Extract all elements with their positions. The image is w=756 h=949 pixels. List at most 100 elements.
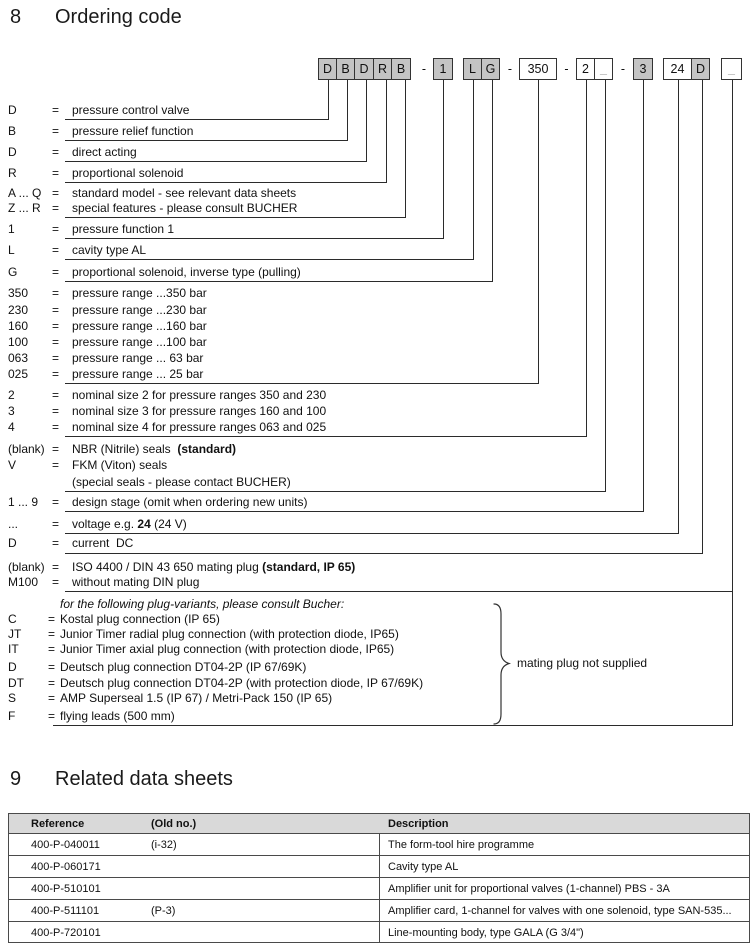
code-box-cell: D [691,58,710,80]
code-symbol: JT [8,627,22,641]
code-box-cell: 24 [663,58,692,80]
connector-vline [677,80,679,534]
code-row: 3=nominal size 3 for pressure ranges 160… [0,405,756,419]
equals-sign: = [52,575,60,589]
code-row: S=AMP Superseal 1.5 (IP 67) / Metri-Pack… [0,692,756,706]
code-description: pressure relief function [72,124,194,138]
equals-sign: = [52,335,60,349]
code-row: (special seals - please contact BUCHER) [0,476,756,490]
equals-sign: = [48,709,56,723]
section-9-heading: 9 Related data sheets [0,768,233,860]
connector-hline [65,491,605,492]
code-row: C=Kostal plug connection (IP 65) [0,613,756,627]
table-header-cell: (Old no.) [151,818,197,830]
equals-sign: = [52,560,60,574]
connector-hline [65,511,643,512]
code-box-cell: 1 [433,58,453,80]
connector-hline [65,182,386,183]
connector-vline [327,80,329,120]
section-9-number: 9 [10,768,22,790]
code-symbol: C [8,612,17,626]
code-description: pressure range ...230 bar [72,303,207,317]
table-header-cell: Description [388,818,449,830]
connector-hline [65,281,492,282]
connector-vline [385,80,387,183]
code-symbol: R [8,166,17,180]
connector-hline [65,436,586,437]
connector-vline [701,80,703,554]
code-box-cell: D [354,58,374,80]
code-row: DT=Deutsch plug connection DT04-2P (with… [0,677,756,691]
connector-vline [731,80,733,726]
equals-sign: = [52,319,60,333]
table-row: 400-P-040011(i-32)The form-tool hire pro… [9,834,749,856]
equals-sign: = [48,660,56,674]
code-description: Junior Timer radial plug connection (wit… [60,627,399,641]
code-box-cell: 3 [633,58,653,80]
code-description: pressure range ...160 bar [72,319,207,333]
code-row: 1 ... 9=design stage (omit when ordering… [0,496,756,510]
equals-sign: = [52,458,60,472]
code-row: 063=pressure range ... 63 bar [0,352,756,366]
code-symbol: 1 [8,222,15,236]
equals-sign: = [52,536,60,550]
code-description: pressure range ...100 bar [72,335,207,349]
connector-hline [65,553,702,554]
code-row: 160 = pressure range ...160 bar [0,320,756,334]
code-box-cell: 350 [519,58,557,80]
code-row: (blank)=ISO 4400 / DIN 43 650 mating plu… [0,561,756,575]
code-row: 1=pressure function 1 [0,223,756,237]
code-description: ISO 4400 / DIN 43 650 mating plug (stand… [72,560,356,574]
code-box-cell: _ [721,58,742,80]
code-symbol: D [8,536,17,550]
table-cell-description: Cavity type AL [388,861,459,873]
code-description: flying leads (500 mm) [60,709,175,723]
equals-sign: = [48,612,56,626]
code-description: proportional solenoid, inverse type (pul… [72,265,301,279]
code-row: Z ... R=special features - please consul… [0,202,756,216]
code-box-group: 1 [433,58,453,80]
code-symbol: 063 [8,351,29,365]
code-symbol: 025 [8,367,29,381]
section-9-title: Related data sheets [55,768,233,790]
code-symbol: V [8,458,17,472]
equals-sign: = [52,495,60,509]
code-separator: - [620,62,626,76]
connector-vline [491,80,493,282]
code-row: G=proportional solenoid, inverse type (p… [0,266,756,280]
code-symbol: 4 [8,420,15,434]
table-cell-description: Amplifier card, 1-channel for valves wit… [388,905,732,917]
table-cell-reference: 400-P-511101 [31,905,100,917]
code-symbol: 3 [8,404,15,418]
brace-note: mating plug not supplied [517,656,648,670]
code-row: R=proportional solenoid [0,167,756,181]
code-symbol: 350 [8,286,29,300]
code-row: IT=Junior Timer axial plug connection (w… [0,643,756,657]
code-row: (blank)=NBR (Nitrile) seals (standard) [0,443,756,457]
code-row: ...=voltage e.g. 24 (24 V) [0,518,756,532]
code-symbol: F [8,709,16,723]
table-header-cell: Reference [31,818,85,830]
connector-hline [65,238,443,239]
code-description: (special seals - please contact BUCHER) [72,475,291,489]
section-8-title: Ordering code [55,6,182,28]
equals-sign: = [52,265,60,279]
connector-hline [65,383,538,384]
code-box-group: 3 [633,58,653,80]
code-box-group: _ [721,58,742,80]
connector-hline [65,533,678,534]
section-8-heading: 8 Ordering code [0,6,182,98]
code-symbol: 160 [8,319,29,333]
table-cell-description: Line-mounting body, type GALA (G 3/4") [388,927,584,939]
code-description: nominal size 2 for pressure ranges 350 a… [72,388,327,402]
code-description: pressure range ...350 bar [72,286,207,300]
code-separator: - [421,62,427,76]
code-description: NBR (Nitrile) seals (standard) [72,442,237,456]
code-row: D=Deutsch plug connection DT04-2P (IP 67… [0,661,756,675]
code-row: for the following plug-variants, please … [0,598,756,612]
code-symbol: (blank) [8,442,45,456]
